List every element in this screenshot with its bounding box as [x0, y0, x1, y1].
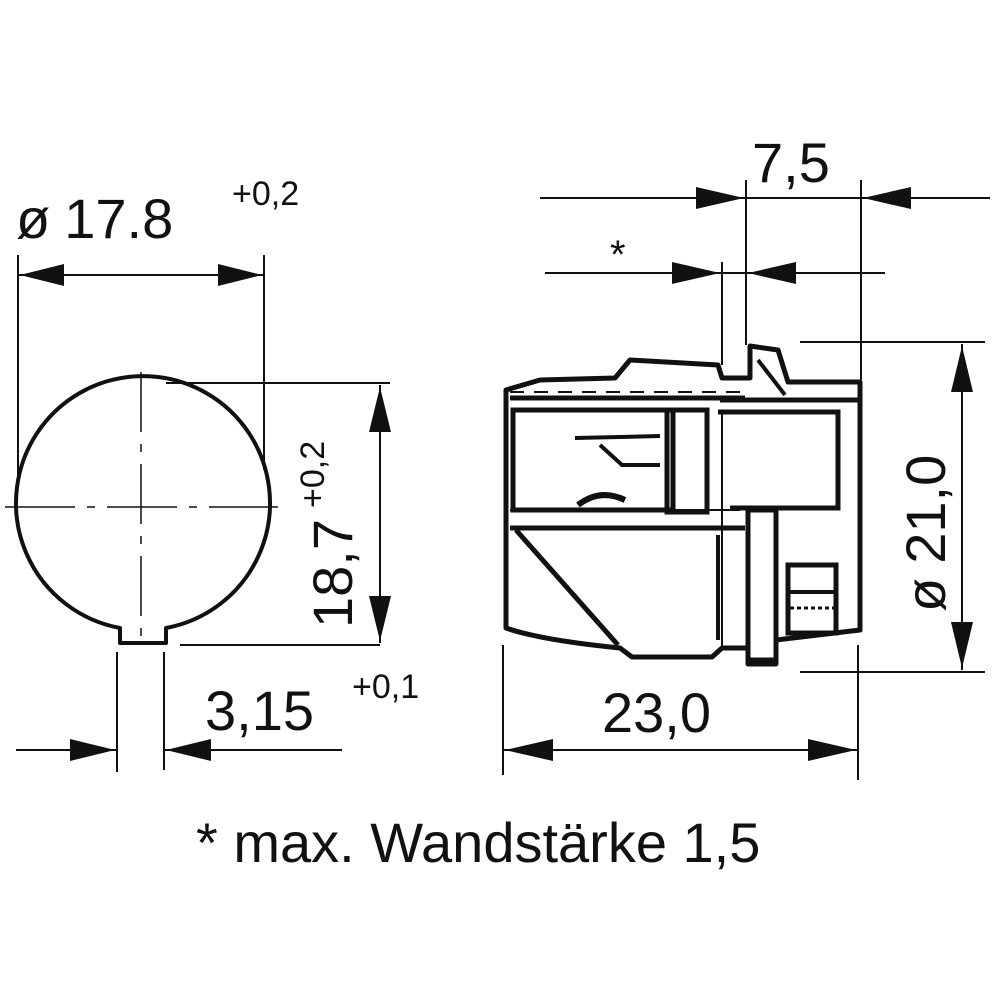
- arrow-right-icon: [218, 264, 262, 286]
- arrow-left-icon: [166, 739, 211, 761]
- arrow-left-icon: [20, 264, 64, 286]
- contact-spring: [576, 492, 627, 508]
- inner-post: [664, 407, 710, 515]
- arrow-right-icon: [696, 187, 744, 209]
- flange-chamfer: [756, 358, 787, 397]
- arrow-right-icon: [70, 739, 115, 761]
- cutout-outline: [14, 374, 272, 645]
- arrow-left-icon: [863, 187, 911, 209]
- diameter-tolerance: +0,2: [232, 175, 299, 213]
- height-label: 18,7: [301, 519, 364, 628]
- key-width-label: 3,15: [205, 679, 314, 742]
- length-label: 23,0: [602, 681, 711, 744]
- outer-diameter-label-group: ø21,0: [894, 455, 957, 612]
- arrow-down-icon: [951, 622, 973, 668]
- height-label-group: 18,7 +0,2: [294, 441, 364, 628]
- arrow-right-icon: [672, 262, 720, 284]
- side-view: 7,5 * ø21,0 23,0: [502, 131, 990, 780]
- arrow-left-icon: [748, 262, 796, 284]
- arrow-right-icon: [808, 739, 856, 761]
- arrow-left-icon: [505, 739, 553, 761]
- chamfer-edge: [514, 528, 620, 647]
- wall-marker: *: [610, 233, 626, 277]
- contact-pin: [574, 434, 661, 440]
- arrow-down-icon: [369, 596, 391, 641]
- footnote: * max. Wandstärke 1,5: [196, 811, 760, 874]
- flange-width-label: 7,5: [752, 131, 830, 194]
- height-tolerance: +0,2: [294, 441, 332, 508]
- outer-diameter-label: ø21,0: [894, 455, 957, 612]
- flange-ring: [745, 507, 779, 663]
- body-outline: [503, 343, 863, 667]
- arrow-up-icon: [369, 387, 391, 432]
- contact-pin: [598, 443, 660, 467]
- inner-sleeve: [718, 409, 841, 511]
- latch-window: [785, 562, 839, 636]
- arrow-up-icon: [951, 346, 973, 392]
- key-width-tolerance: +0,1: [352, 668, 419, 706]
